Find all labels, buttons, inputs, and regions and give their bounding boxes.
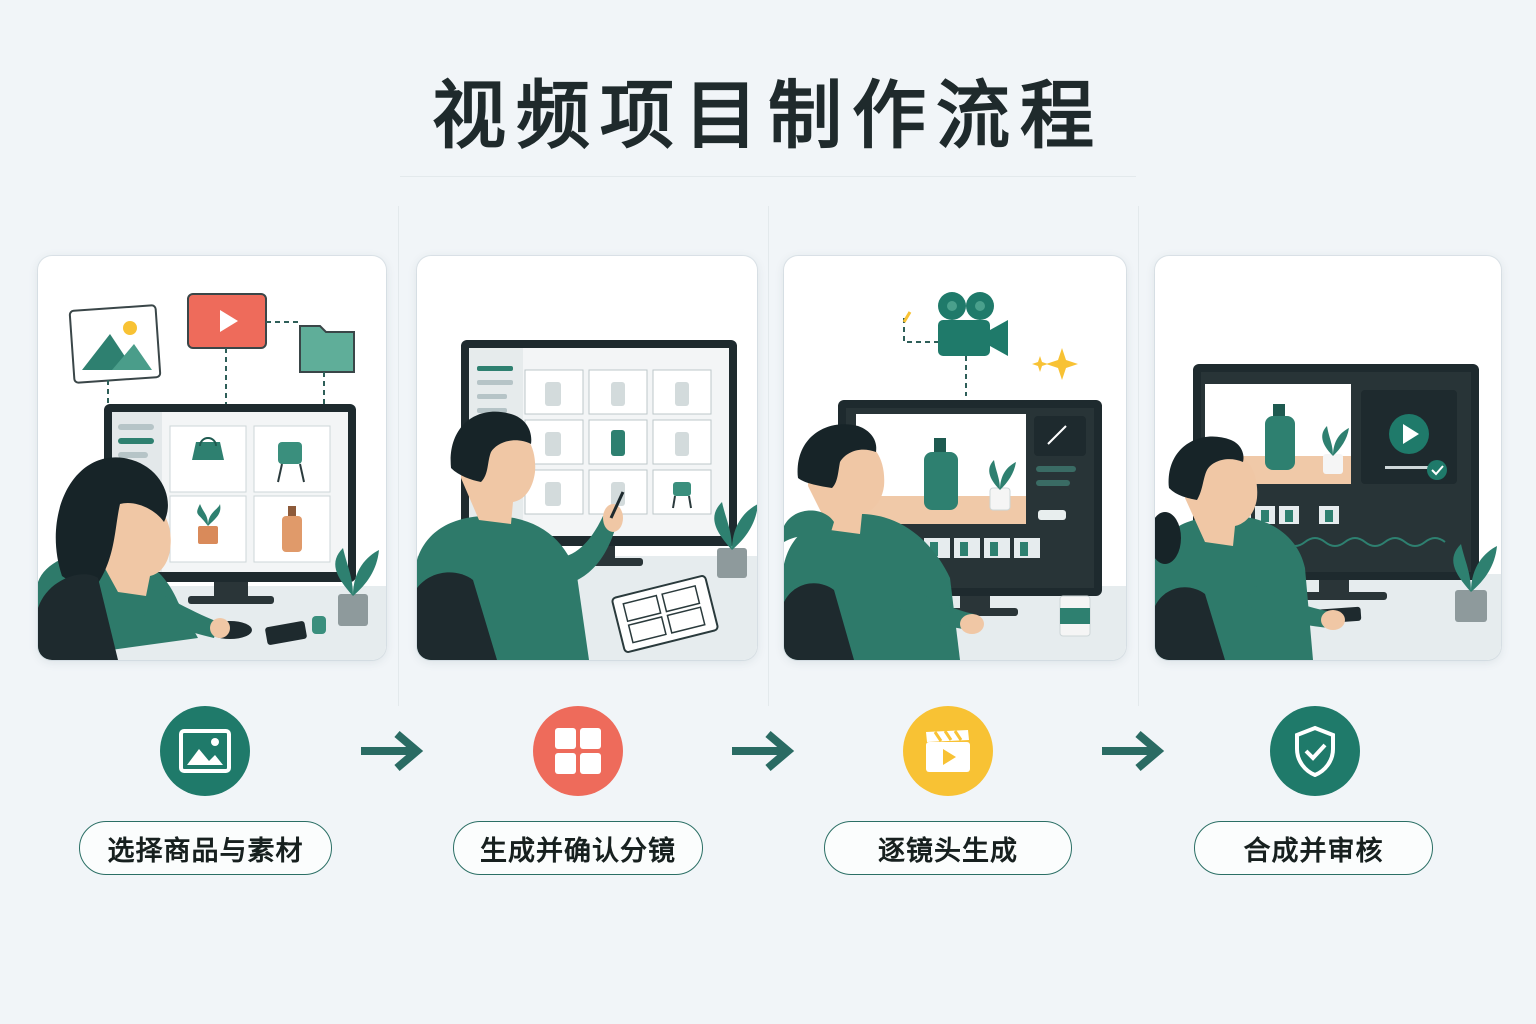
step-illustration-shot-generation [784, 256, 1126, 660]
step-3-clapperboard-icon [903, 706, 993, 796]
arrow-right-icon [1102, 730, 1165, 772]
video-asset-icon [187, 293, 267, 349]
step-3-label: 逐镜头生成 [824, 821, 1072, 875]
step-1-image-icon [160, 706, 250, 796]
step-illustration-storyboard [417, 256, 757, 660]
arrow-right-icon [361, 730, 424, 772]
step-illustration-select-assets [38, 256, 386, 660]
divider [768, 206, 769, 706]
photo-asset-icon [68, 304, 162, 384]
folder-asset-icon [299, 325, 355, 373]
arrow-right-icon [732, 730, 795, 772]
divider [398, 206, 399, 706]
step-illustration-compose-review [1155, 256, 1501, 660]
step-2-grid-icon [533, 706, 623, 796]
video-camera-icon [938, 292, 1008, 356]
step-4-label: 合成并审核 [1194, 821, 1433, 875]
divider [1138, 206, 1139, 706]
step-2-label: 生成并确认分镜 [453, 821, 703, 875]
step-4-shield-check-icon [1270, 706, 1360, 796]
divider [400, 176, 1136, 177]
step-1-label: 选择商品与素材 [79, 821, 332, 875]
page-title: 视频项目制作流程 [432, 73, 1104, 159]
